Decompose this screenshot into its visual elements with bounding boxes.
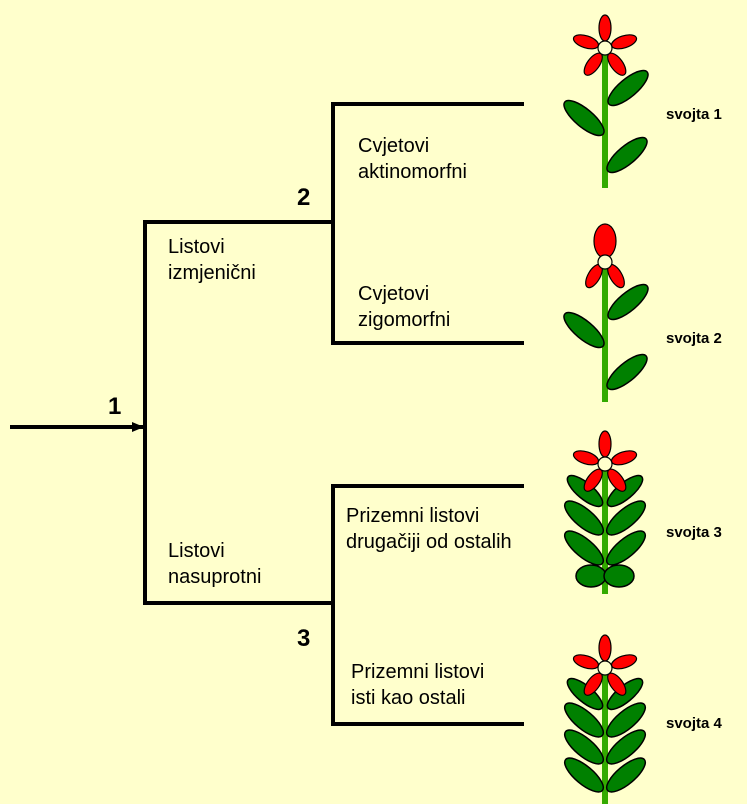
branch-actinomorphic-line-1: Cvjetovi — [358, 135, 430, 157]
plant-1-icon — [563, 14, 649, 188]
zygomorphic-flower-icon — [585, 223, 625, 289]
branch-opposite-label: Listovi nasuprotni — [168, 538, 261, 590]
actinomorphic-flower-icon — [572, 634, 638, 696]
plant-2-icon — [563, 223, 649, 402]
branch-opposite-line-2: nasuprotni — [168, 566, 262, 588]
plant-4-icon — [563, 634, 647, 804]
branch-basal-same-line-1: Prizemni listovi — [351, 661, 485, 683]
couplet-3-number: 3 — [297, 625, 311, 652]
branch-alternate-line-2: izmjenični — [168, 262, 256, 284]
branch-opposite-line-1: Listovi — [168, 540, 225, 562]
taxon-1-label: svojta 1 — [666, 106, 722, 123]
branch-basal-same-label: Prizemni listovi isti kao ostali — [351, 659, 484, 711]
branch-zygomorphic-label: Cvjetovi zigomorfni — [358, 281, 450, 333]
actinomorphic-flower-icon — [572, 14, 638, 76]
taxon-3-label: svojta 3 — [666, 524, 722, 541]
branch-alternate-label: Listovi izmjenični — [168, 234, 256, 286]
plant-3-icon — [563, 430, 647, 594]
branch-actinomorphic-label: Cvjetovi aktinomorfni — [358, 133, 467, 185]
branch-basal-same-line-2: isti kao ostali — [351, 687, 466, 709]
branch-zygomorphic-line-2: zigomorfni — [358, 309, 451, 331]
branch-basal-different-label: Prizemni listovi drugačiji od ostalih — [346, 503, 512, 555]
couplet-1-number: 1 — [108, 393, 122, 420]
branch-basal-different-line-1: Prizemni listovi — [346, 505, 480, 527]
taxon-4-label: svojta 4 — [666, 715, 722, 732]
branch-actinomorphic-line-2: aktinomorfni — [358, 161, 467, 183]
branch-alternate-line-1: Listovi — [168, 236, 225, 258]
couplet-2-number: 2 — [297, 184, 311, 211]
branch-basal-different-line-2: drugačiji od ostalih — [346, 531, 512, 553]
taxon-2-label: svojta 2 — [666, 330, 722, 347]
branch-zygomorphic-line-1: Cvjetovi — [358, 283, 430, 305]
actinomorphic-flower-icon — [572, 430, 638, 492]
